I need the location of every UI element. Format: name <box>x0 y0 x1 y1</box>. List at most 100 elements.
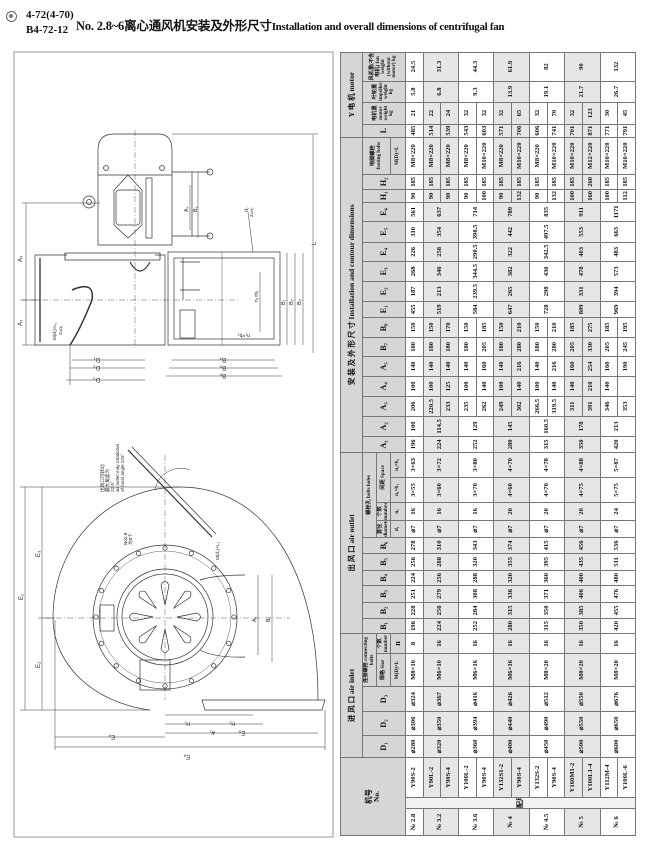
label-A2: A₂ <box>18 319 24 326</box>
header-hole-space: 间距 Space <box>376 452 391 503</box>
size-note-1: No2.8 <box>123 532 128 545</box>
cell-B6: 278 <box>405 537 424 554</box>
cell-E5: 553 <box>564 221 601 243</box>
cell-A5: 190 <box>617 356 636 377</box>
cell-A3: 319.5 <box>547 396 565 417</box>
cell-mw: 32 <box>476 102 494 125</box>
cell-ML: M6×16 <box>493 653 530 687</box>
cell-H2: 185 <box>440 174 459 190</box>
cell-foot: M8×220 <box>423 137 441 175</box>
header-e4: E₄ <box>362 242 406 262</box>
cell-A2: 100 <box>405 416 424 437</box>
header-d1: d₁ <box>390 520 406 538</box>
cell-A3: 235 <box>458 396 477 417</box>
label-bolt-outlet: M(d₃)×L₂ <box>215 541 220 560</box>
header-footing-bolts: 地脚螺栓 footing bolts <box>362 137 391 175</box>
vane-shape <box>129 612 154 622</box>
page-title: No. 2.8~6离心通风机安装及外形尺寸Installation and ov… <box>76 15 505 34</box>
cell-D2: ⌀650 <box>600 711 636 736</box>
cell-A1: 280 <box>493 436 530 453</box>
cell-foot: M10×220 <box>511 137 530 175</box>
bolt-hole-icon <box>136 550 142 556</box>
cell-n1b1: 5×75 <box>600 477 636 503</box>
bolt-hole-icon <box>211 663 217 669</box>
vane-shape <box>138 625 157 644</box>
header-a1: A₁ <box>362 436 406 453</box>
cell-E4: 258 <box>423 242 459 262</box>
cell-B2: 228 <box>405 602 424 619</box>
cell-fan: 61.9 <box>493 52 530 82</box>
label-A6: A₆ <box>252 617 258 622</box>
header-a5: A₅ <box>362 356 406 377</box>
cell-D3: ⌀676 <box>600 686 636 712</box>
label-D1: D₁ <box>94 356 100 362</box>
header-n1: n₁ <box>390 502 406 521</box>
header-no-en: No. <box>372 790 381 803</box>
cell-no: № 4 <box>493 808 530 836</box>
cell-E4: 290.5 <box>458 242 494 262</box>
cell-E6: 835 <box>529 202 565 222</box>
model-code-line1: 4-72(4-70) <box>26 9 74 21</box>
cell-A3: 353 <box>617 396 636 417</box>
cell-d1: ⌀7 <box>405 520 424 538</box>
cell-D1: ⌀320 <box>423 735 459 758</box>
cell-D2: ⌀306 <box>405 711 424 736</box>
cell-D3: ⌀550 <box>564 686 601 712</box>
cell-B8: 210 <box>511 317 530 338</box>
cell-foot: M10×220 <box>547 137 565 175</box>
cell-B5: 435 <box>564 553 601 571</box>
cell-motor: Y90S-4 <box>440 757 459 798</box>
cell-E3: 430 <box>529 261 565 282</box>
cell-B5: 511 <box>600 553 636 571</box>
cell-A4: 100 <box>405 376 424 397</box>
cell-E5: 442 <box>493 221 530 243</box>
label-B2: B₂ <box>289 299 295 305</box>
cell-H1: 132 <box>547 189 565 203</box>
header-b2: B₂ <box>362 602 406 619</box>
cell-B3: 371 <box>529 585 565 603</box>
header-bolt-n: n <box>390 633 406 654</box>
cell-E3: 478 <box>564 261 601 282</box>
outlet-note-cn3: 22.5° <box>110 481 115 492</box>
cell-mw: 45 <box>617 102 636 125</box>
top-view-labels: A₃ A₂ D₁ D₂ D₃ M(d₁)×L₁ Z=n₁ A₄ B₈ d₂ Z=… <box>18 207 318 382</box>
cell-A4 <box>617 376 636 397</box>
cell-H1: 90 <box>458 189 477 203</box>
cell-E5: 663 <box>600 221 636 243</box>
label-D2: D₂ <box>93 364 100 370</box>
cell-A4: 100 <box>493 376 512 397</box>
cell-B6: 374 <box>493 537 530 554</box>
cell-B6: 536 <box>600 537 636 554</box>
header-a3: A₃ <box>362 396 406 417</box>
cell-E2: 265 <box>493 281 530 302</box>
cell-E1: 584 <box>458 301 494 318</box>
cell-E3: 346 <box>423 261 459 282</box>
cell-E6: 561 <box>405 202 424 222</box>
cell-foot: M12×220 <box>582 137 601 175</box>
cell-L: 791 <box>617 124 636 138</box>
cell-E6: 789 <box>493 202 530 222</box>
cell-L: 871 <box>582 124 601 138</box>
cell-A2: 160.5 <box>529 416 565 437</box>
cell-n: 16 <box>423 633 459 654</box>
label-L: L <box>312 241 318 245</box>
label-E3: E₃ <box>36 550 42 557</box>
cell-B8: 185 <box>600 317 618 338</box>
header-e2: E₂ <box>362 281 406 302</box>
cell-A3: 206 <box>405 396 424 417</box>
cell-n2b2: 3×72 <box>423 452 459 478</box>
cell-B2: 455 <box>600 602 636 619</box>
cell-mw: 22 <box>423 102 441 125</box>
cell-E4: 322 <box>493 242 530 262</box>
cell-B7: 280 <box>547 337 565 357</box>
cell-L: 514 <box>423 124 441 138</box>
cell-H1: 100 <box>564 189 583 203</box>
cell-B5: 288 <box>423 553 459 571</box>
cell-E2: 239.5 <box>458 281 494 302</box>
cell-E1: 647 <box>493 301 530 318</box>
cell-foot: M10×220 <box>617 137 636 175</box>
cell-H2: 185 <box>493 174 512 190</box>
bolt-hole-icon <box>231 614 237 620</box>
bolt-hole-icon <box>113 565 119 571</box>
